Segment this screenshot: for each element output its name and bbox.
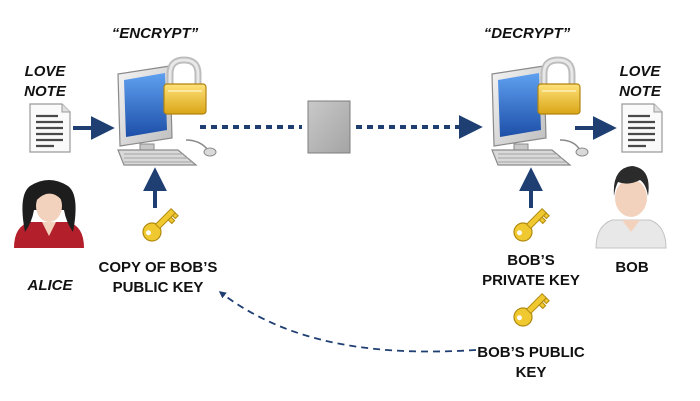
public-key-copy-dashed-arrow bbox=[218, 291, 477, 353]
ciphertext-box bbox=[307, 100, 351, 154]
encrypt-padlock-icon bbox=[163, 56, 207, 115]
bob-label: BOB bbox=[615, 259, 649, 276]
decrypt-label: “DECRYPT” bbox=[483, 25, 571, 42]
copy-of-bobs-public-key-icon bbox=[142, 207, 179, 242]
love-note-right-line2: NOTE bbox=[619, 83, 661, 100]
bobs-private-key-label-line1: BOB’S bbox=[507, 252, 555, 269]
love-note-right-document-icon bbox=[621, 103, 663, 153]
encrypt-computer-icon bbox=[117, 65, 217, 166]
decrypt-computer-icon bbox=[491, 65, 589, 166]
alice-avatar-icon bbox=[14, 180, 84, 248]
encrypt-label: “ENCRYPT” bbox=[111, 25, 199, 42]
love-note-left-document-icon bbox=[29, 103, 71, 153]
copy-of-bobs-public-key-label-line2: PUBLIC KEY bbox=[112, 279, 204, 296]
copy-of-bobs-public-key-label-line1: COPY OF BOB’S bbox=[98, 259, 218, 276]
bobs-private-key-label-line2: PRIVATE KEY bbox=[482, 272, 580, 289]
bobs-public-key-label-line2: KEY bbox=[515, 364, 547, 381]
love-note-left-line1: LOVE bbox=[24, 63, 66, 80]
alice-label: ALICE bbox=[27, 277, 73, 294]
bob-avatar-icon bbox=[595, 166, 667, 249]
bobs-private-key-icon bbox=[513, 207, 550, 242]
love-note-left-line2: NOTE bbox=[24, 83, 66, 100]
decrypt-padlock-icon bbox=[537, 56, 581, 115]
love-note-right-line1: LOVE bbox=[619, 63, 661, 80]
bobs-public-key-label-line1: BOB’S PUBLIC bbox=[477, 344, 585, 361]
bobs-public-key-icon bbox=[513, 292, 550, 327]
